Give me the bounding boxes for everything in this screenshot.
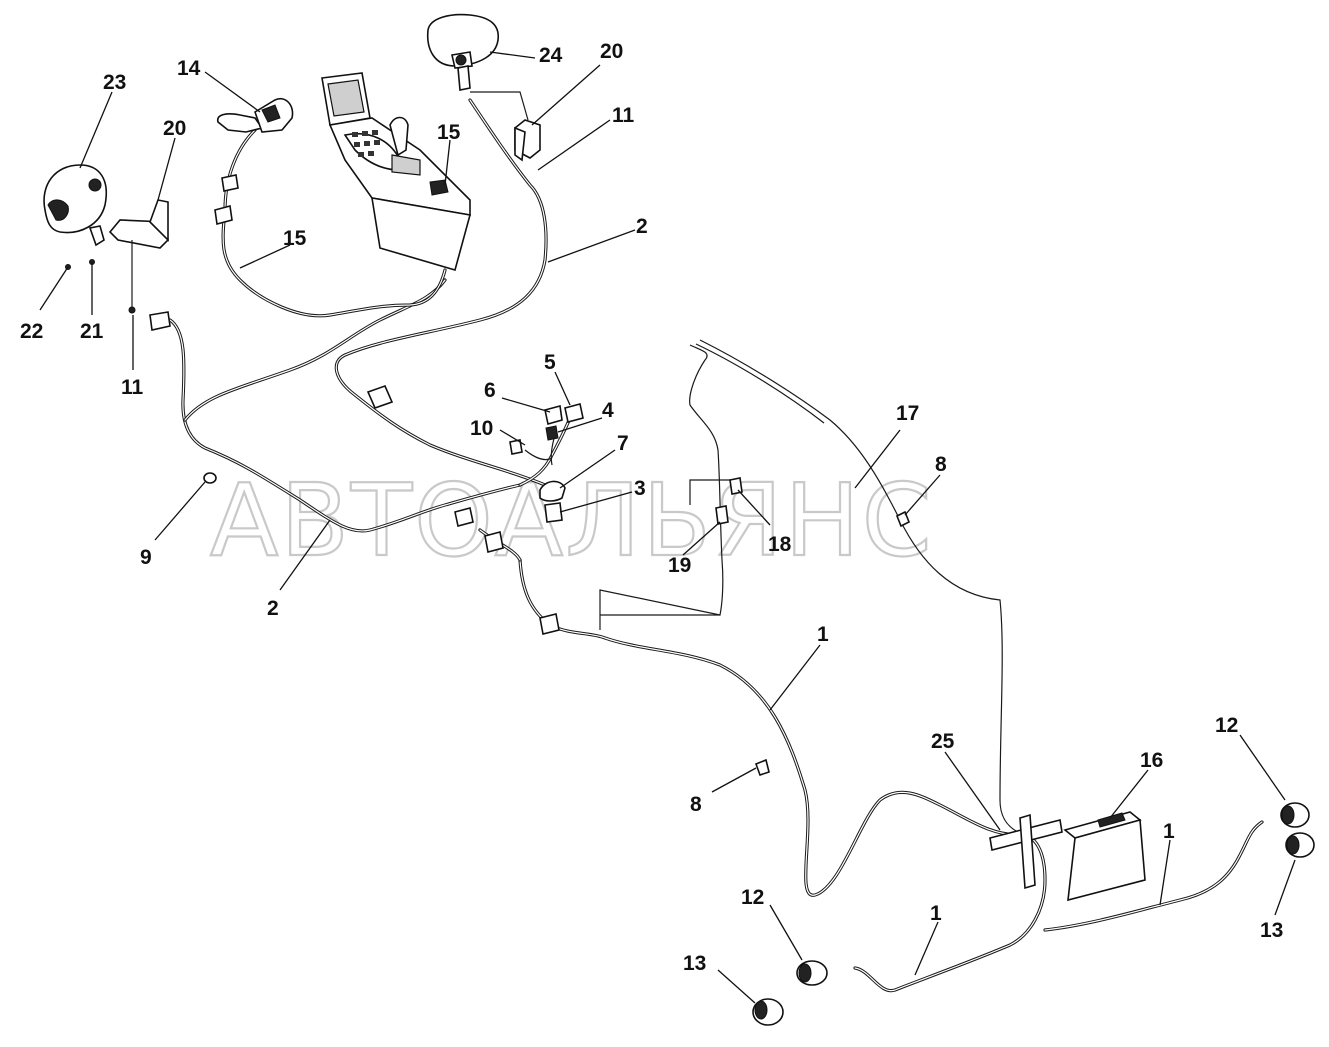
harness-17-right (699, 339, 1026, 836)
callout-12-left: 12 (741, 886, 764, 909)
bracket-25 (989, 813, 1063, 890)
relay-6 (544, 404, 563, 426)
callout-1-main: 1 (817, 623, 829, 646)
callout-13-right: 13 (1260, 919, 1283, 942)
harness-17-left (599, 344, 724, 630)
control-console-15 (321, 72, 472, 271)
callout-11-left: 11 (121, 376, 144, 399)
callout-4: 4 (602, 399, 614, 422)
work-lamp-23 (43, 164, 107, 247)
callout-2-upper: 2 (636, 215, 648, 238)
callout-10: 10 (470, 417, 493, 440)
callout-18: 18 (768, 533, 792, 556)
clip-8-lower (754, 758, 770, 777)
connector-4 (545, 425, 559, 441)
callout-1-right: 1 (1163, 820, 1175, 843)
callout-8-lower: 8 (690, 793, 702, 816)
callout-14: 14 (177, 57, 201, 80)
bracket-20-left (108, 199, 169, 314)
callout-25: 25 (931, 730, 955, 753)
callout-1-lower: 1 (930, 902, 942, 925)
callout-15-harness: 15 (283, 227, 307, 250)
harness-connectors (149, 174, 560, 635)
bracket-20-right (470, 91, 541, 162)
callout-19: 19 (668, 554, 691, 577)
callout-3: 3 (634, 477, 646, 500)
work-lamp-24 (426, 13, 499, 91)
relay-5 (564, 403, 584, 423)
callout-22: 22 (20, 320, 43, 343)
control-handle-14 (216, 98, 294, 133)
clamp-7 (539, 480, 566, 502)
callout-24: 24 (539, 44, 563, 67)
callout-9: 9 (140, 546, 152, 569)
connector-3 (544, 502, 563, 523)
callout-5: 5 (544, 351, 556, 374)
callout-8-upper: 8 (935, 453, 947, 476)
callout-21: 21 (80, 320, 104, 343)
callout-13-left: 13 (683, 952, 706, 975)
callout-7: 7 (617, 432, 629, 455)
callout-23: 23 (103, 71, 126, 94)
rear-lamp-13-left (752, 998, 784, 1026)
sensor-19 (715, 505, 729, 525)
callout-20-right: 20 (600, 40, 623, 63)
harness-wires (168, 98, 1264, 993)
grommet-9 (203, 472, 217, 484)
callout-20-left: 20 (163, 117, 186, 140)
callout-15-console: 15 (437, 121, 461, 144)
leader-lines (39, 51, 1296, 1004)
plate-bracket-16 (1063, 811, 1146, 902)
callout-6: 6 (484, 379, 496, 402)
callout-12-right: 12 (1215, 714, 1238, 737)
callout-16: 16 (1140, 749, 1163, 772)
harness-2-console-branch (183, 278, 447, 422)
rear-lamp-13-right (1285, 832, 1315, 858)
callout-11-right: 11 (612, 104, 635, 127)
rear-lamp-12-left (796, 960, 828, 986)
callout-17: 17 (896, 402, 919, 425)
clip-8-upper (895, 510, 911, 528)
rear-lamp-12-right (1280, 802, 1310, 828)
sensor-18 (729, 477, 743, 495)
callout-labels: 23 14 20 15 15 24 20 11 2 22 21 11 5 6 4… (20, 40, 1283, 975)
callout-2-lower: 2 (267, 597, 279, 620)
